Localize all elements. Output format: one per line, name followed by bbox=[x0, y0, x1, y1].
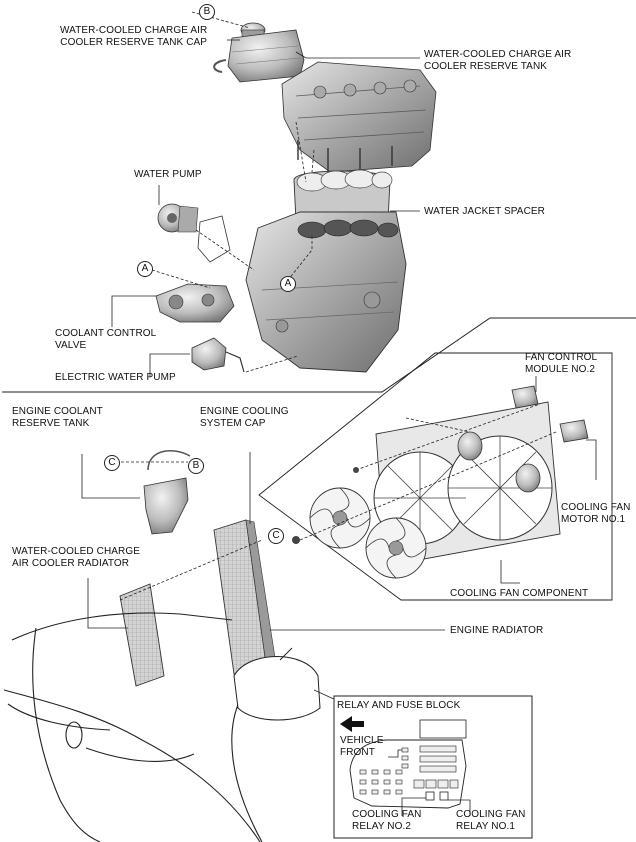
fuse-panel-part bbox=[349, 719, 467, 809]
label-wcca-radiator: WATER-COOLED CHARGE AIR COOLER RADIATOR bbox=[12, 546, 141, 569]
fan-shroud-part bbox=[373, 401, 561, 567]
label-cooling-fan-relay-2: COOLING FAN RELAY No.2 bbox=[352, 809, 422, 832]
fan-motors-part bbox=[457, 431, 541, 493]
vehicle-front-arrow-icon bbox=[340, 716, 364, 732]
label-wcca-tank-cap: WATER-COOLED CHARGE AIR COOLER RESERVE T… bbox=[60, 25, 208, 48]
vehicle-front-outline bbox=[3, 612, 263, 842]
fan-control-module-part bbox=[511, 385, 539, 409]
ref-c-tank: C bbox=[104, 455, 120, 471]
label-electric-water-pump: ELECTRIC WATER PUMP bbox=[55, 372, 176, 383]
label-relay-fuse-block: RELAY AND FUSE BLOCK bbox=[337, 700, 461, 711]
fan-callout-frame bbox=[258, 352, 613, 601]
label-cooling-fan-component: COOLING FAN COMPONENT bbox=[450, 588, 589, 599]
fan-blade-1-part bbox=[309, 487, 371, 549]
ref-b-top: B bbox=[199, 4, 215, 20]
cylinder-head-part bbox=[281, 61, 437, 173]
electric-water-pump-part bbox=[191, 337, 245, 373]
label-engine-cooling-system-cap: ENGINE COOLING SYSTEM CAP bbox=[200, 406, 289, 429]
coolant-control-valve-part bbox=[155, 283, 235, 323]
ref-a-block: A bbox=[280, 276, 296, 292]
engine-radiator-part bbox=[213, 519, 277, 675]
fan-blade-2-part bbox=[365, 517, 427, 579]
wcca-radiator-part bbox=[119, 583, 165, 687]
cylinder-block-part bbox=[245, 211, 407, 373]
reserve-tank-part bbox=[213, 29, 305, 83]
fan-motor-connector-part bbox=[559, 419, 589, 443]
label-coolant-control-valve: COOLANT CONTROL VALVE bbox=[55, 328, 157, 351]
label-wcca-tank: WATER-COOLED CHARGE AIR COOLER RESERVE T… bbox=[424, 49, 572, 72]
coolant-reserve-tank-part bbox=[143, 449, 191, 535]
section-divider bbox=[2, 317, 636, 393]
label-fan-control-module: FAN CONTROL MODULE No.2 bbox=[525, 352, 598, 375]
label-water-jacket-spacer: WATER JACKET SPACER bbox=[424, 206, 545, 217]
label-engine-coolant-reserve-tank: ENGINE COOLANT RESERVE TANK bbox=[12, 406, 103, 429]
label-engine-radiator: ENGINE RADIATOR bbox=[450, 625, 544, 636]
label-vehicle-front: VEHICLE FRONT bbox=[340, 735, 384, 758]
label-cooling-fan-motor: COOLING FAN MOTOR No.1 bbox=[561, 502, 631, 525]
water-pump-part bbox=[157, 203, 231, 263]
label-cooling-fan-relay-1: COOLING FAN RELAY No.1 bbox=[456, 809, 526, 832]
ref-b-tank: B bbox=[188, 458, 204, 474]
ref-a-left: A bbox=[137, 261, 153, 277]
ref-c-radiator: C bbox=[268, 528, 284, 544]
label-water-pump: WATER PUMP bbox=[134, 169, 202, 180]
